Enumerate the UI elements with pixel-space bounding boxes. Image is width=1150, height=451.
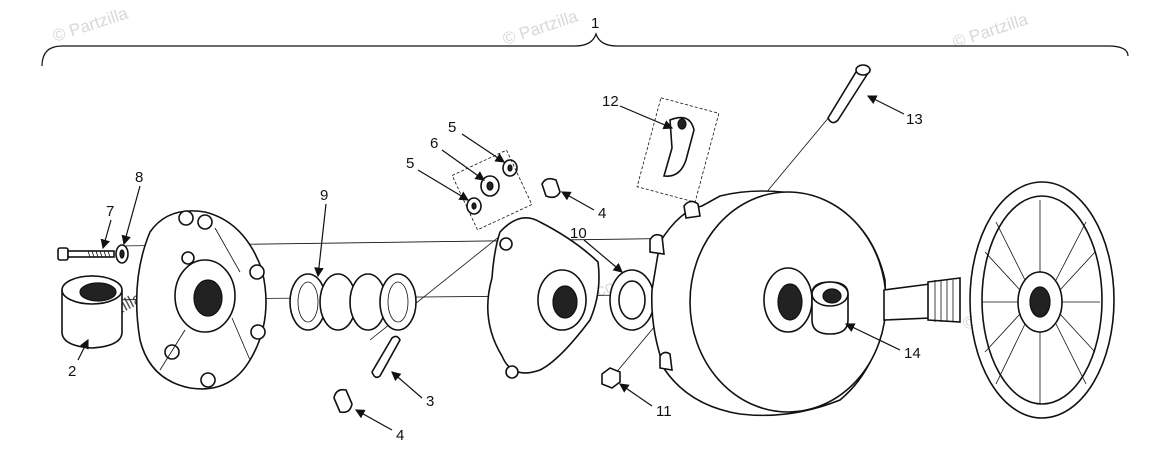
leader-3 bbox=[391, 371, 423, 399]
leader-2 bbox=[77, 338, 89, 361]
callout-14: 14 bbox=[904, 345, 921, 362]
cover-plate-part bbox=[135, 210, 267, 390]
callout-3: 3 bbox=[426, 393, 434, 410]
leader-8 bbox=[121, 185, 141, 246]
weight-guide-box bbox=[636, 97, 720, 203]
pin-part bbox=[371, 335, 401, 379]
callout-7: 7 bbox=[106, 203, 114, 220]
callout-4-lower: 4 bbox=[396, 427, 404, 444]
leader-6 bbox=[441, 149, 485, 181]
moveable-sheave-part bbox=[649, 190, 887, 417]
long-pin-part bbox=[827, 64, 872, 124]
callout-5-upper: 5 bbox=[448, 119, 456, 136]
callout-2: 2 bbox=[68, 363, 76, 380]
bolt-part bbox=[57, 247, 115, 261]
leader-11 bbox=[619, 383, 653, 407]
leader-10 bbox=[583, 239, 623, 273]
watermark-top-left: © Partzilla bbox=[50, 4, 130, 46]
assembly-bracket bbox=[41, 32, 1129, 67]
roller-small-part bbox=[480, 175, 500, 197]
roller-lower-part bbox=[333, 388, 353, 414]
callout-6: 6 bbox=[430, 135, 438, 152]
leader-12 bbox=[619, 105, 674, 130]
bushing-part bbox=[61, 275, 123, 349]
spring-part bbox=[289, 273, 417, 331]
sheave-bushing-part bbox=[811, 281, 849, 335]
callout-12: 12 bbox=[602, 93, 619, 110]
washer-lower-part bbox=[466, 197, 482, 215]
callout-4-upper: 4 bbox=[598, 205, 606, 222]
spacer-guide bbox=[451, 149, 533, 231]
roller-upper-part bbox=[541, 177, 561, 199]
leader-9 bbox=[314, 203, 327, 278]
leader-13 bbox=[866, 95, 905, 115]
callout-1: 1 bbox=[591, 15, 599, 32]
callout-13: 13 bbox=[906, 111, 923, 128]
washer-part bbox=[115, 244, 129, 264]
callout-5-lower: 5 bbox=[406, 155, 414, 172]
leader-4-lower bbox=[354, 409, 393, 431]
leader-14 bbox=[844, 323, 901, 351]
spacer-ring-part bbox=[609, 269, 655, 331]
washer-upper-part bbox=[502, 159, 518, 177]
callout-10: 10 bbox=[570, 225, 587, 242]
fixed-sheave-part bbox=[883, 181, 1115, 419]
leader-7 bbox=[100, 219, 112, 250]
callout-8: 8 bbox=[135, 169, 143, 186]
watermark-top-middle: © Partzilla bbox=[500, 7, 580, 49]
leader-5-upper bbox=[461, 133, 505, 163]
spider-part bbox=[487, 216, 600, 379]
weight-part bbox=[662, 116, 695, 177]
callout-9: 9 bbox=[320, 187, 328, 204]
callout-11: 11 bbox=[656, 403, 672, 420]
leader-5-lower bbox=[417, 169, 470, 201]
leader-4-upper bbox=[560, 191, 595, 211]
nut-part bbox=[601, 367, 621, 389]
